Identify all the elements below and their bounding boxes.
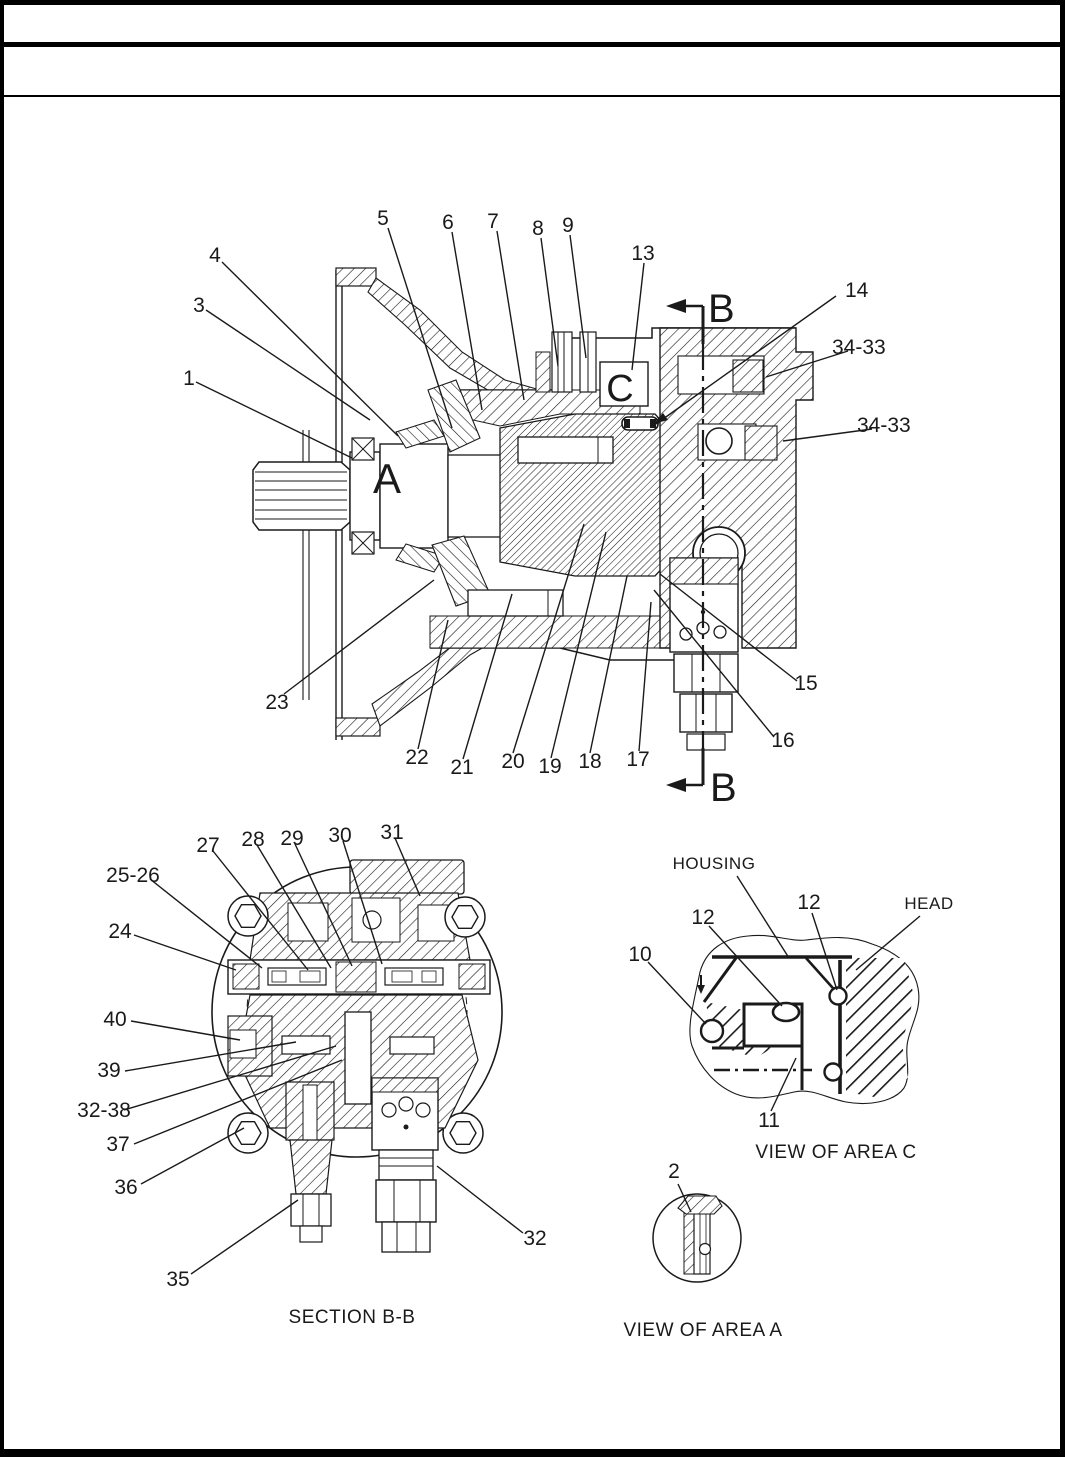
- callout-8: 8: [532, 217, 544, 240]
- area-c-blob-outline: [689, 934, 920, 1105]
- splined-shaft: [252, 443, 504, 549]
- area-c-plug-10: [699, 1018, 725, 1044]
- callout-35: 35: [166, 1268, 189, 1291]
- callout-5: 5: [377, 207, 389, 230]
- valve-band: [227, 959, 491, 995]
- view-area-a-caption: VIEW OF AREA A: [623, 1320, 782, 1341]
- callout-11: 11: [758, 1109, 780, 1132]
- callout-40: 40: [103, 1008, 126, 1031]
- callout-36: 36: [114, 1176, 137, 1199]
- area-c-seal-12-left: [771, 1001, 801, 1023]
- hex-bolt-bottom-left: [227, 1112, 269, 1154]
- main-cross-section-drawing: 1 3 4 5 6 7 8 9 13 14 34-33 34-33 15 16 …: [183, 207, 911, 810]
- callout-24: 24: [108, 920, 132, 943]
- section-bb-leader-lines: [123, 837, 524, 1275]
- view-area-c-drawing: HOUSING HEAD 10 11 12 12 VIEW OF AREA C: [628, 854, 953, 1163]
- callout-31: 31: [380, 821, 403, 844]
- callout-29: 29: [280, 827, 303, 850]
- section-marker-b-bottom: B: [710, 766, 737, 810]
- callout-3: 3: [193, 294, 205, 317]
- callout-17: 17: [626, 748, 649, 771]
- callout-28: 28: [241, 828, 264, 851]
- callout-19: 19: [538, 755, 561, 778]
- valve-stack-right: [371, 1077, 439, 1253]
- callout-22: 22: [405, 746, 428, 769]
- detail-balloon: [652, 1193, 742, 1283]
- area-marker-a: A: [373, 455, 401, 502]
- callout-21: 21: [450, 756, 473, 779]
- callout-2: 2: [668, 1160, 680, 1183]
- callout-37: 37: [106, 1133, 129, 1156]
- center-column: [344, 1011, 372, 1105]
- callout-9: 9: [562, 214, 574, 237]
- valve-stack-left: [285, 1081, 335, 1243]
- main-leader-lines: [195, 227, 873, 760]
- leader-arrowhead-14: [653, 413, 668, 424]
- head-label: HEAD: [904, 894, 953, 913]
- area-c-passages: [697, 955, 852, 1094]
- view-area-a-drawing: 2 VIEW OF AREA A: [623, 1160, 782, 1341]
- callout-14: 14: [845, 279, 869, 302]
- callout-13: 13: [631, 242, 654, 265]
- section-arrow-top: [666, 299, 686, 313]
- view-c-leader-lines: [647, 875, 921, 1112]
- view-area-c-caption: VIEW OF AREA C: [755, 1142, 916, 1163]
- section-arrow-bottom: [666, 778, 686, 792]
- callout-6: 6: [442, 211, 454, 234]
- callout-4: 4: [209, 244, 221, 267]
- hex-bolt-top-left: [227, 895, 269, 937]
- callout-34-33-lower: 34-33: [857, 414, 911, 437]
- callout-18: 18: [578, 750, 601, 773]
- housing-label: HOUSING: [673, 854, 756, 873]
- callout-15: 15: [794, 672, 817, 695]
- bearing-lower: [351, 531, 445, 573]
- section-bb-caption: SECTION B-B: [289, 1307, 416, 1328]
- header-thin-rule: [0, 95, 1065, 97]
- hex-bolt-top-right: [444, 896, 486, 938]
- area-c-box: [599, 361, 649, 407]
- header-rules: [0, 42, 1065, 97]
- header-thick-rule: [0, 42, 1065, 47]
- piston-rod-right: [389, 1036, 435, 1055]
- callout-12-left: 12: [691, 906, 714, 929]
- callout-32: 32: [523, 1227, 546, 1250]
- area-marker-c: C: [606, 368, 633, 410]
- area-c-port-lower: [823, 1062, 843, 1082]
- section-line-bb: [666, 299, 705, 792]
- callout-12-right: 12: [797, 891, 820, 914]
- callout-34-33-upper: 34-33: [832, 336, 886, 359]
- callout-23: 23: [265, 691, 288, 714]
- callout-25-26: 25-26: [106, 864, 160, 887]
- section-bb-drawing: 27 28 29 30 31 25-26 24 40 39 32-38 37 3…: [77, 821, 547, 1328]
- bearing-upper: [351, 419, 445, 461]
- callout-20: 20: [501, 750, 524, 773]
- rotor-group: [467, 413, 689, 617]
- leader-line-2: [677, 1183, 692, 1213]
- callout-7: 7: [487, 210, 499, 233]
- piston-rod-left: [281, 1035, 331, 1055]
- hex-bolt-bottom-right: [442, 1112, 484, 1154]
- valve-plates: [535, 331, 597, 393]
- callout-16: 16: [771, 729, 794, 752]
- callout-27: 27: [196, 834, 219, 857]
- seal-cross-section: [677, 1195, 723, 1275]
- area-c-seal-12-right: [828, 986, 848, 1006]
- swash-plate-upper: [427, 379, 481, 453]
- callout-32-38: 32-38: [77, 1099, 131, 1122]
- callout-10: 10: [628, 943, 651, 966]
- callout-39: 39: [97, 1059, 120, 1082]
- washer-item14: [621, 416, 659, 431]
- callout-30: 30: [328, 824, 351, 847]
- callout-1: 1: [183, 367, 195, 390]
- area-c-hatch-right: [846, 958, 914, 1098]
- section-marker-b-top: B: [708, 287, 735, 331]
